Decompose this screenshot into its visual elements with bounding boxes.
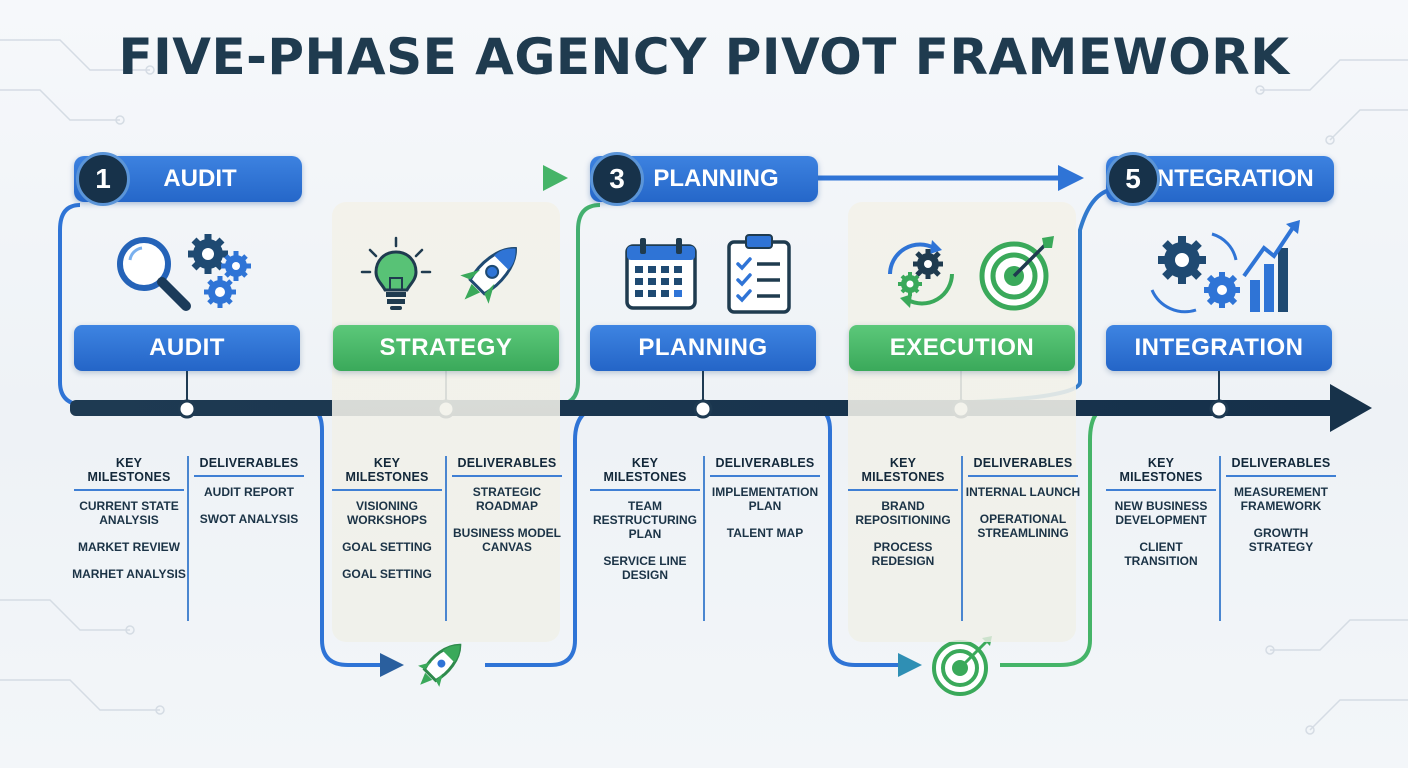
milestone-item: VISIONING WORKSHOPS	[346, 499, 427, 527]
deliverables-heading: DELIVERABLES	[710, 456, 820, 477]
phase-pill-integration[interactable]: INTEGRATION	[1106, 325, 1332, 371]
milestones-column: KEY MILESTONES TEAM RESTRUCTURING PLAN S…	[586, 456, 704, 595]
checklist-icon	[727, 234, 791, 314]
milestones-heading: KEY MILESTONES	[74, 456, 184, 491]
calendar-icon	[625, 238, 697, 310]
phase-details-execution: KEY MILESTONES BRAND REPOSITIONING PROCE…	[844, 456, 1100, 621]
milestones-column: KEY MILESTONES CURRENT STATE ANALYSIS MA…	[70, 456, 188, 594]
column-divider	[1219, 456, 1221, 621]
deliverables-column: DELIVERABLES MEASUREMENT FRAMEWORK GROWT…	[1222, 456, 1340, 567]
timeline-node	[693, 399, 713, 419]
milestone-item: PROCESS REDESIGN	[871, 540, 935, 568]
phase-details-planning: KEY MILESTONES TEAM RESTRUCTURING PLAN S…	[586, 456, 842, 621]
deliverable-item: GROWTH STRATEGY	[1248, 526, 1314, 554]
deliverables-column: DELIVERABLES STRATEGIC ROADMAP BUSINESS …	[448, 456, 566, 567]
column-divider	[445, 456, 447, 621]
arrow-head	[543, 165, 568, 191]
phase-number-badge: 3	[590, 152, 644, 206]
deliverables-column: DELIVERABLES INTERNAL LAUNCH OPERATIONAL…	[964, 456, 1082, 553]
deliverables-heading: DELIVERABLES	[452, 456, 562, 477]
deliverables-heading: DELIVERABLES	[194, 456, 304, 477]
deliverable-item: BUSINESS MODEL CANVAS	[452, 526, 561, 554]
milestones-column: KEY MILESTONES NEW BUSINESS DEVELOPMENT …	[1102, 456, 1220, 581]
phase-pill-execution[interactable]: EXECUTION	[849, 325, 1075, 371]
deliverable-item: AUDIT REPORT	[204, 485, 294, 499]
magnifier-icon	[117, 237, 191, 311]
timeline-node	[1209, 399, 1229, 419]
milestone-item: TEAM RESTRUCTURING PLAN	[593, 499, 697, 541]
deliverables-column: DELIVERABLES IMPLEMENTATION PLAN TALENT …	[706, 456, 824, 553]
rocket-icon	[460, 247, 517, 304]
milestone-item: NEW BUSINESS DEVELOPMENT	[1114, 499, 1208, 527]
timeline-arrow-head	[1330, 384, 1372, 432]
circuit-decoration	[0, 39, 1408, 735]
milestone-item: MARKET REVIEW	[78, 540, 180, 554]
deliverables-column: DELIVERABLES AUDIT REPORT SWOT ANALYSIS	[190, 456, 308, 539]
target-icon	[979, 236, 1054, 311]
bottom-rocket-icon	[418, 643, 462, 687]
deliverable-item: INTERNAL LAUNCH	[965, 485, 1081, 499]
deliverable-item: OPERATIONAL STREAMLINING	[977, 512, 1069, 540]
phase-pill-audit[interactable]: AUDIT	[74, 325, 300, 371]
header-label: PLANNING	[653, 165, 779, 192]
phase-details-audit: KEY MILESTONES CURRENT STATE ANALYSIS MA…	[70, 456, 326, 621]
column-divider	[187, 456, 189, 621]
milestones-heading: KEY MILESTONES	[1106, 456, 1216, 491]
milestone-item: GOAL SETTING	[342, 567, 432, 581]
gears-icon	[188, 234, 251, 308]
arrow-head	[380, 653, 404, 677]
lightbulb-icon	[360, 236, 432, 310]
deliverable-item: STRATEGIC ROADMAP	[472, 485, 542, 513]
milestones-heading: KEY MILESTONES	[848, 456, 958, 491]
milestone-item: MARHET ANALYSIS	[72, 567, 186, 581]
cycle-gears-icon	[888, 240, 954, 308]
header-label: AUDIT	[163, 165, 237, 192]
milestones-heading: KEY MILESTONES	[590, 456, 700, 491]
phase-details-integration: KEY MILESTONES NEW BUSINESS DEVELOPMENT …	[1102, 456, 1358, 621]
arrow-head	[898, 653, 922, 677]
gears-growth-icon	[1150, 220, 1300, 314]
phase-pill-planning[interactable]: PLANNING	[590, 325, 816, 371]
deliverables-heading: DELIVERABLES	[1226, 456, 1336, 477]
phase-details-strategy: KEY MILESTONES VISIONING WORKSHOPS GOAL …	[328, 456, 584, 621]
deliverable-item: SWOT ANALYSIS	[199, 512, 299, 526]
deliverable-item: IMPLEMENTATION PLAN	[711, 485, 819, 513]
page-title: FIVE-PHASE AGENCY PIVOT FRAMEWORK	[118, 28, 1290, 86]
bottom-target-icon	[932, 636, 992, 696]
milestones-heading: KEY MILESTONES	[332, 456, 442, 491]
milestone-item: SERVICE LINE DESIGN	[603, 554, 687, 582]
milestone-item: GOAL SETTING	[342, 540, 432, 554]
timeline-node	[177, 399, 197, 419]
milestone-item: CLIENT TRANSITION	[1124, 540, 1198, 568]
phase-number-badge: 5	[1106, 152, 1160, 206]
deliverable-item: MEASUREMENT FRAMEWORK	[1233, 485, 1328, 513]
milestone-item: BRAND REPOSITIONING	[855, 499, 951, 527]
column-divider	[961, 456, 963, 621]
milestones-column: KEY MILESTONES VISIONING WORKSHOPS GOAL …	[328, 456, 446, 594]
arrow-head	[1058, 165, 1084, 191]
milestone-item: CURRENT STATE ANALYSIS	[79, 499, 179, 527]
column-divider	[703, 456, 705, 621]
deliverables-heading: DELIVERABLES	[968, 456, 1078, 477]
deliverable-item: TALENT MAP	[726, 526, 804, 540]
header-label: INTEGRATION	[1150, 165, 1314, 192]
milestones-column: KEY MILESTONES BRAND REPOSITIONING PROCE…	[844, 456, 962, 581]
phase-number-badge: 1	[76, 152, 130, 206]
phase-pill-strategy[interactable]: STRATEGY	[333, 325, 559, 371]
